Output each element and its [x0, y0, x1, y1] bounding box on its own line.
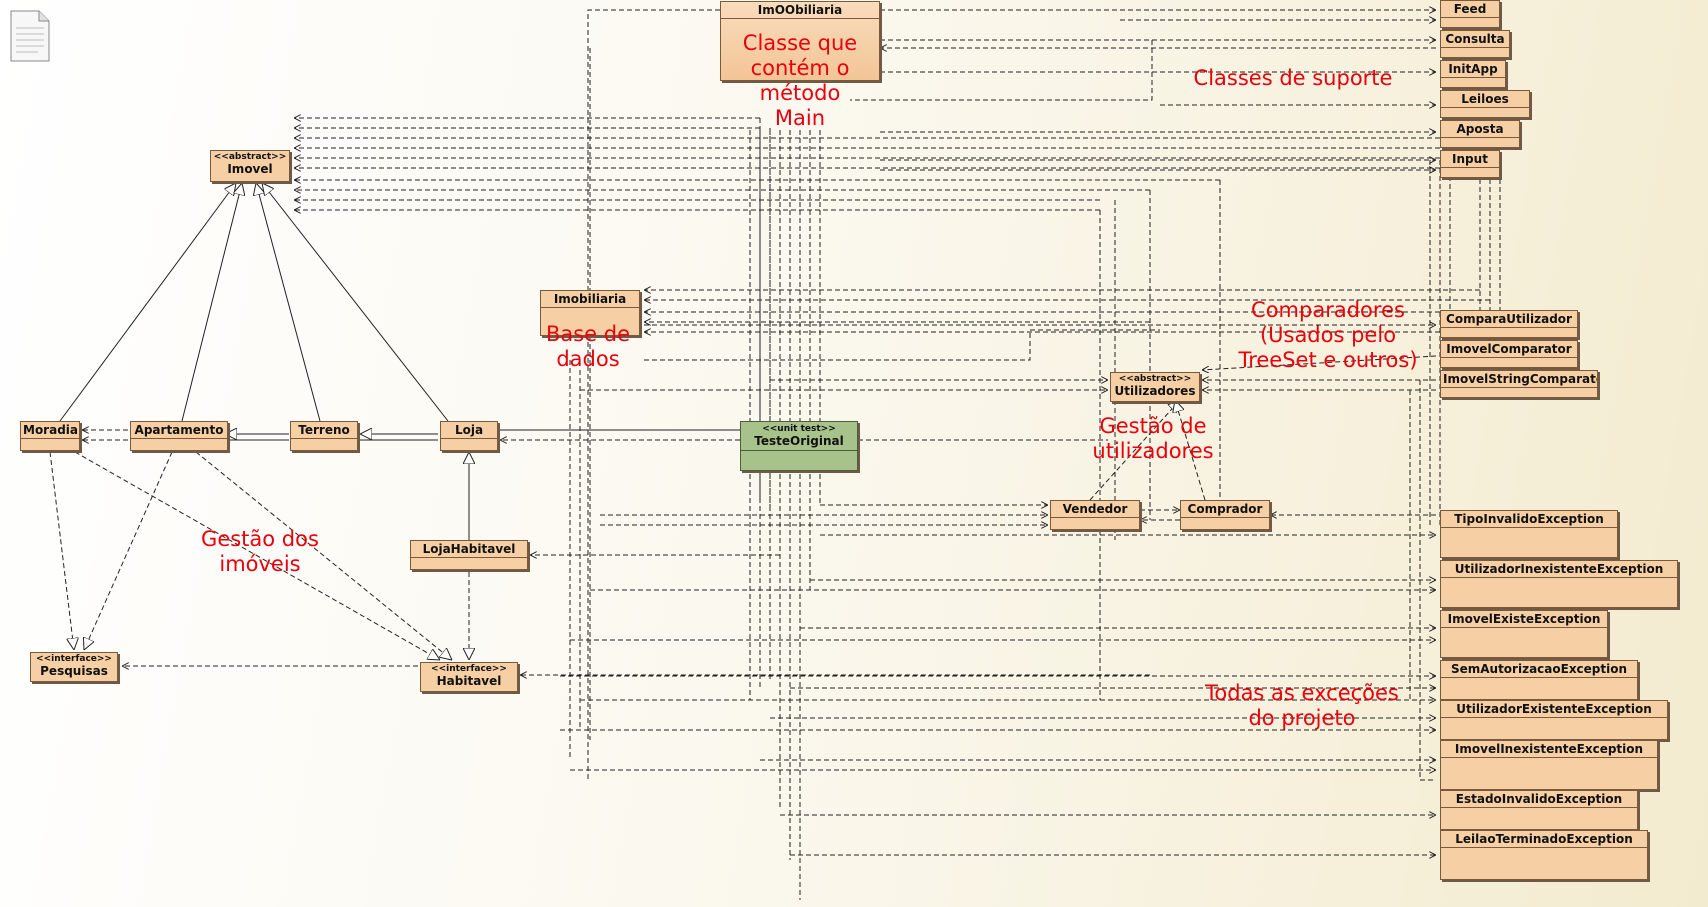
- class-name: Feed: [1441, 1, 1499, 18]
- class-name: Pesquisas: [40, 664, 108, 678]
- class-name: UtilizadorInexistenteException: [1441, 561, 1677, 578]
- annotation-excecoes: Todas as exceções do projeto: [1205, 681, 1399, 730]
- class-name: ImovelComparator: [1441, 341, 1577, 358]
- class-header: <<interface>> Habitavel: [421, 663, 517, 689]
- class-name: Apartamento: [131, 422, 227, 439]
- class-loja[interactable]: Loja: [440, 421, 498, 451]
- class-name: Terreno: [291, 422, 357, 439]
- class-input[interactable]: Input: [1440, 150, 1500, 178]
- class-name: ImovelExisteException: [1441, 611, 1607, 628]
- class-name: LojaHabitavel: [411, 541, 527, 558]
- class-name: Input: [1441, 151, 1499, 168]
- class-name: ComparaUtilizador: [1441, 311, 1577, 328]
- class-name: Vendedor: [1051, 501, 1139, 518]
- class-estadoinvalidoexception[interactable]: EstadoInvalidoException: [1440, 790, 1638, 830]
- class-utilizadores[interactable]: <<abstract>> Utilizadores: [1110, 372, 1200, 402]
- annotation-base-de-dados: Base de dados: [545, 322, 631, 371]
- class-name: EstadoInvalidoException: [1441, 791, 1637, 808]
- class-consulta[interactable]: Consulta: [1440, 30, 1510, 58]
- class-vendedor[interactable]: Vendedor: [1050, 500, 1140, 530]
- class-name: SemAutorizacaoException: [1441, 661, 1637, 678]
- class-leilaoterminadoexception[interactable]: LeilaoTerminadoException: [1440, 830, 1648, 880]
- class-name: LeilaoTerminadoException: [1441, 831, 1647, 848]
- annotation-gestao-utilizadores: Gestão de utilizadores: [1092, 414, 1214, 463]
- annotation-gestao-imoveis: Gestão dos imóveis: [201, 527, 319, 576]
- class-imoobiliaria[interactable]: ImOObiliaria: [720, 1, 880, 81]
- class-name: TipoInvalidoException: [1441, 511, 1617, 528]
- class-header: <<abstract>> Utilizadores: [1111, 373, 1199, 399]
- stereotype: <<interface>>: [36, 654, 112, 664]
- class-aposta[interactable]: Aposta: [1440, 120, 1520, 148]
- document-icon[interactable]: [10, 10, 50, 62]
- annotation-comparadores: Comparadores (Usados pelo TreeSet e outr…: [1238, 298, 1418, 372]
- class-name: UtilizadorExistenteException: [1441, 701, 1667, 718]
- class-name: Habitavel: [436, 674, 502, 688]
- stereotype: <<abstract>>: [213, 152, 287, 162]
- class-name: Leiloes: [1441, 91, 1529, 108]
- class-header: <<unit test>> TesteOriginal: [741, 422, 857, 451]
- class-lojahabitavel[interactable]: LojaHabitavel: [410, 540, 528, 570]
- class-name: Imobiliaria: [541, 291, 639, 308]
- class-moradia[interactable]: Moradia: [20, 421, 80, 451]
- class-name: Moradia: [21, 423, 79, 439]
- class-imovelstringcomparator[interactable]: ImovelStringComparator: [1440, 370, 1598, 398]
- class-utilizadorexistenteexception[interactable]: UtilizadorExistenteException: [1440, 700, 1668, 740]
- inherit-loja-imovel: [262, 183, 449, 422]
- class-imovel[interactable]: <<abstract>> Imovel: [210, 150, 290, 182]
- class-semautorizacaoexception[interactable]: SemAutorizacaoException: [1440, 660, 1638, 700]
- stereotype: <<abstract>>: [1118, 374, 1192, 384]
- class-imovelinexistenteexception[interactable]: ImovelInexistenteException: [1440, 740, 1658, 790]
- class-name: Imovel: [227, 162, 273, 176]
- annotation-suporte: Classes de suporte: [1193, 66, 1393, 90]
- class-comprador[interactable]: Comprador: [1180, 500, 1270, 530]
- class-comparautilizador[interactable]: ComparaUtilizador: [1440, 310, 1578, 338]
- inherit-apartamento-imovel: [181, 183, 242, 422]
- class-imovelexisteexception[interactable]: ImovelExisteException: [1440, 610, 1608, 658]
- class-header: <<abstract>> Imovel: [211, 151, 289, 177]
- class-header: <<interface>> Pesquisas: [31, 653, 117, 679]
- annotation-main: Classe que contém o método Main: [742, 31, 858, 130]
- class-name: Utilizadores: [1114, 384, 1196, 398]
- stereotype: <<unit test>>: [762, 424, 836, 434]
- class-name: TesteOriginal: [754, 434, 844, 448]
- class-name: Comprador: [1181, 501, 1269, 518]
- class-name: Aposta: [1441, 121, 1519, 138]
- inherit-moradia-imovel: [59, 183, 236, 422]
- class-testeoriginal[interactable]: <<unit test>> TesteOriginal: [740, 421, 858, 471]
- class-name: Loja: [441, 422, 497, 439]
- class-feed[interactable]: Feed: [1440, 0, 1500, 28]
- stereotype: <<interface>>: [431, 664, 507, 674]
- class-name: InitApp: [1441, 61, 1505, 78]
- class-imovelcomparator[interactable]: ImovelComparator: [1440, 340, 1578, 368]
- interface-habitavel[interactable]: <<interface>> Habitavel: [420, 662, 518, 692]
- class-name: ImovelStringComparator: [1441, 372, 1597, 388]
- class-imobiliaria[interactable]: Imobiliaria: [540, 290, 640, 336]
- class-name: ImovelInexistenteException: [1441, 741, 1657, 758]
- class-terreno[interactable]: Terreno: [290, 421, 358, 451]
- class-leiloes[interactable]: Leiloes: [1440, 90, 1530, 118]
- class-initapp[interactable]: InitApp: [1440, 60, 1506, 88]
- inherit-terreno-imovel: [256, 183, 321, 422]
- interface-pesquisas[interactable]: <<interface>> Pesquisas: [30, 652, 118, 682]
- class-name: Consulta: [1441, 31, 1509, 48]
- class-name: ImOObiliaria: [721, 2, 879, 19]
- class-utilizadorinexistenteexception[interactable]: UtilizadorInexistenteException: [1440, 560, 1678, 608]
- class-apartamento[interactable]: Apartamento: [130, 421, 228, 451]
- class-tipoinvalidoexception[interactable]: TipoInvalidoException: [1440, 510, 1618, 558]
